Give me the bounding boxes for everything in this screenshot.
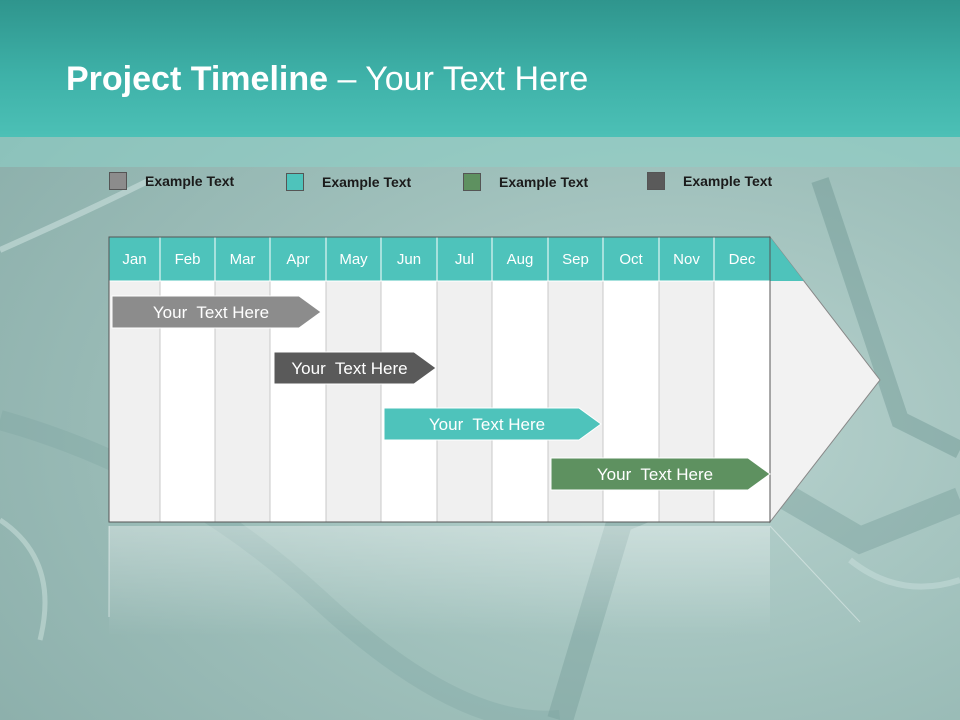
legend-item-1: Example Text — [109, 171, 234, 191]
page-title: Project Timeline – Your Text Here — [66, 60, 588, 99]
month-header-jun — [380, 236, 438, 282]
task-bar-1 — [111, 295, 322, 329]
month-header-may — [325, 236, 382, 282]
legend-label-2: Example Text — [322, 174, 412, 190]
legend-swatch-1 — [109, 172, 127, 190]
legend-item-2: Example Text — [286, 172, 411, 192]
reflection-edge-diagonal — [769, 525, 861, 623]
month-label-mar: Mar — [230, 251, 256, 268]
month-header-jul — [436, 236, 493, 282]
task-bar-label-3: Your Text Here — [429, 415, 545, 434]
legend-label-3: Example Text — [499, 174, 589, 190]
month-label-aug: Aug — [507, 251, 534, 268]
legend-swatch-4 — [647, 172, 665, 190]
title-banner — [0, 0, 960, 137]
task-bar-2 — [273, 351, 437, 385]
task-bar-label-4: Your Text Here — [597, 465, 713, 484]
title-band — [0, 137, 960, 167]
legend-item-4: Example Text — [647, 171, 772, 191]
month-header-mar — [214, 236, 271, 282]
task-bar-label-1: Your Text Here — [153, 303, 269, 322]
month-header-apr — [269, 236, 327, 282]
timeline-arrow-header — [770, 237, 804, 281]
month-label-dec: Dec — [729, 251, 756, 268]
month-label-feb: Feb — [175, 251, 201, 268]
task-bar-4 — [550, 457, 771, 491]
legend-swatch-3 — [463, 173, 481, 191]
month-label-jul: Jul — [455, 251, 474, 268]
title-rest: – Your Text Here — [328, 60, 589, 98]
legend-label-4: Example Text — [683, 173, 773, 189]
month-label-apr: Apr — [286, 251, 309, 268]
legend-swatch-2 — [286, 173, 304, 191]
month-header-jan — [108, 236, 161, 282]
month-column-jun — [380, 280, 438, 523]
month-label-oct: Oct — [619, 251, 643, 268]
month-column-aug — [491, 280, 549, 523]
month-label-jan: Jan — [122, 251, 146, 268]
legend-item-3: Example Text — [463, 172, 588, 192]
timeline-frame — [108, 236, 771, 523]
month-label-nov: Nov — [673, 251, 700, 268]
month-label-jun: Jun — [397, 251, 421, 268]
legend-label-1: Example Text — [145, 173, 235, 189]
chart-reflection — [109, 526, 770, 636]
task-bar-3 — [383, 407, 602, 441]
task-bar-label-2: Your Text Here — [291, 359, 407, 378]
month-label-sep: Sep — [562, 251, 589, 268]
month-column-jul — [436, 280, 493, 523]
month-column-may — [325, 280, 382, 523]
month-header-nov — [658, 236, 715, 282]
month-label-may: May — [339, 251, 368, 268]
title-bold: Project Timeline — [66, 60, 329, 98]
